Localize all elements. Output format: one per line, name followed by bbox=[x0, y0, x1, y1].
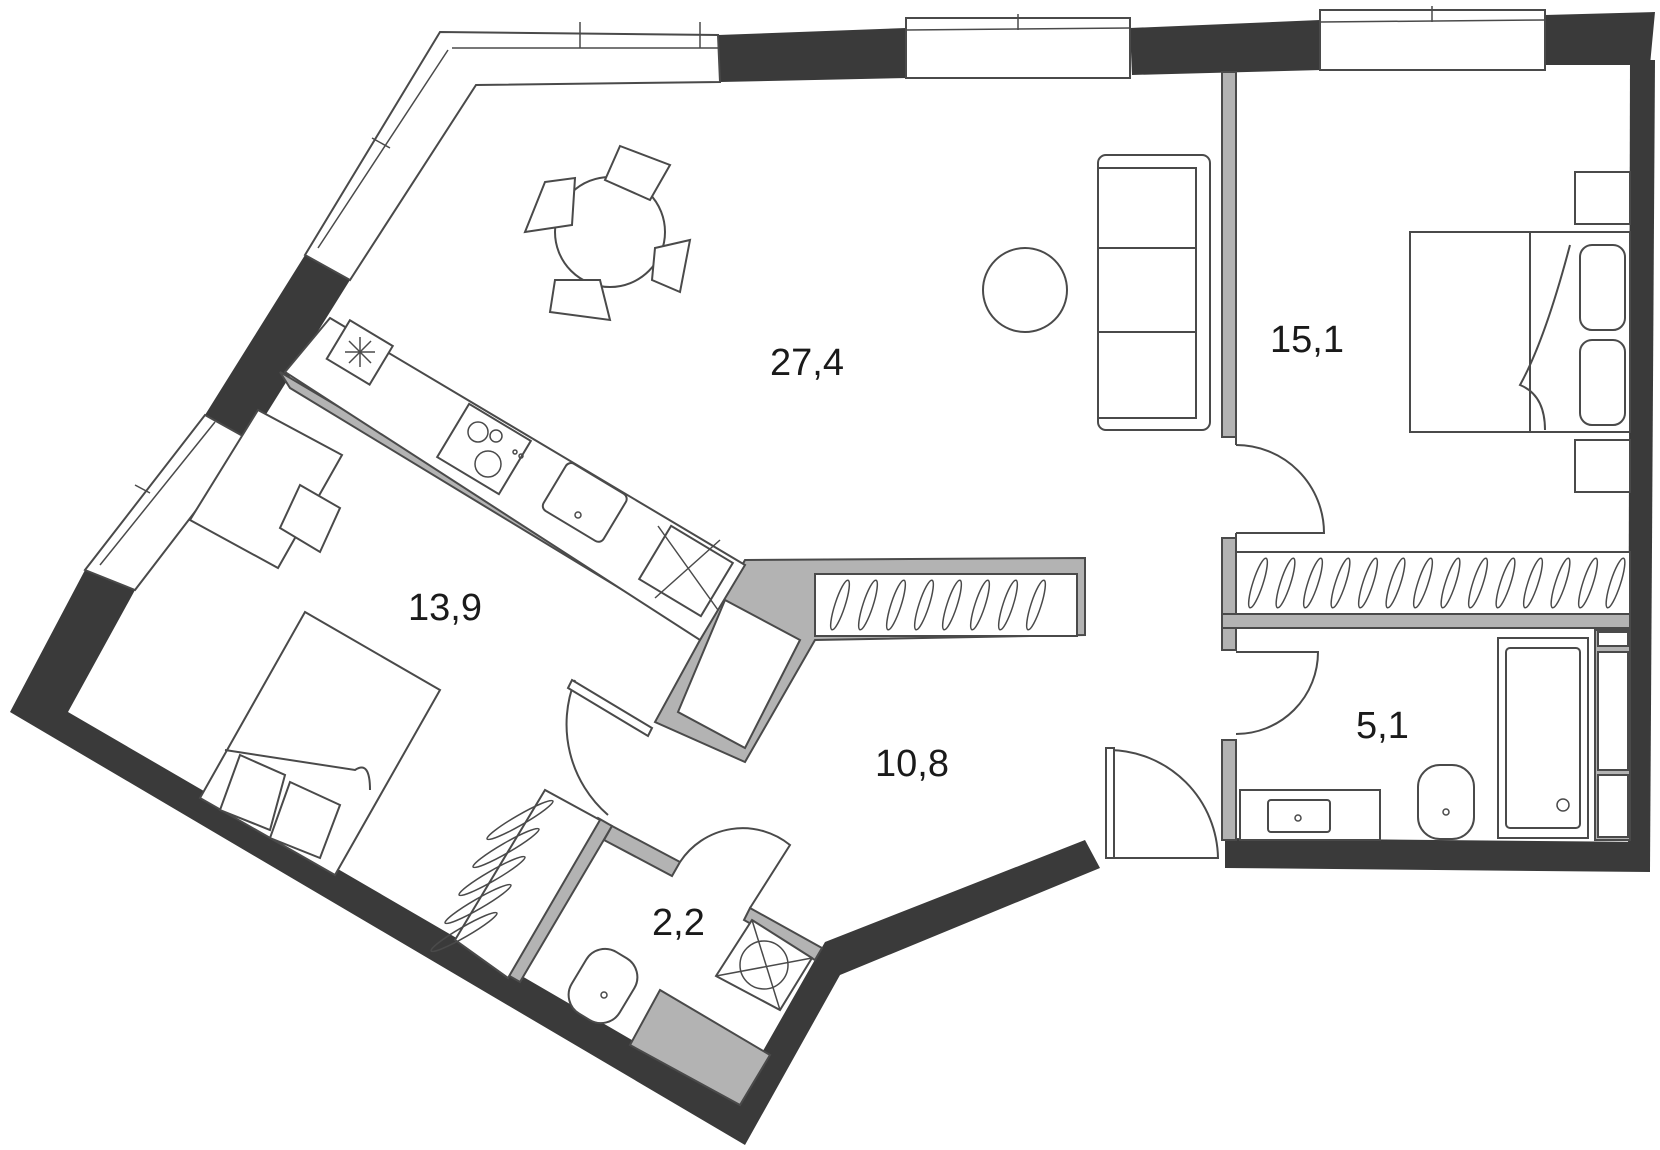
hanger-icon bbox=[1440, 557, 1461, 609]
hanger-icon bbox=[1605, 557, 1626, 609]
pillow-right-1 bbox=[1579, 244, 1626, 331]
hanger-icon bbox=[913, 579, 935, 631]
toilet-bath bbox=[1417, 764, 1475, 840]
area-wc: 2,2 bbox=[652, 902, 705, 944]
wall-left-upper bbox=[205, 255, 350, 440]
area-hallway: 10,8 bbox=[875, 743, 949, 785]
door-bedroom-right bbox=[1235, 444, 1326, 534]
door-bedroom-left bbox=[565, 679, 609, 816]
partition-wc-right bbox=[742, 906, 824, 962]
area-living-kitchen: 27,4 bbox=[770, 342, 844, 384]
room-area-labels: 27,4 15,1 13,9 10,8 5,1 2,2 bbox=[408, 319, 1409, 944]
area-bathroom: 5,1 bbox=[1356, 705, 1409, 747]
wall-top-1 bbox=[718, 28, 908, 82]
hanger-icon bbox=[1550, 557, 1571, 609]
bath-shelf bbox=[1597, 631, 1629, 647]
hanger-icon bbox=[969, 579, 991, 631]
left-wardrobe bbox=[453, 788, 602, 980]
hanger-icon bbox=[1302, 557, 1324, 609]
asterisk-icon bbox=[345, 337, 375, 367]
area-bedroom-left: 13,9 bbox=[408, 587, 482, 629]
windows bbox=[83, 6, 1546, 592]
wall-bottom-right bbox=[1225, 838, 1650, 872]
partition-bath-lower bbox=[1221, 739, 1237, 841]
hanger-icon bbox=[941, 579, 963, 631]
hanger-icon bbox=[444, 883, 512, 925]
door-wc bbox=[679, 827, 792, 909]
hanger-icon bbox=[472, 827, 540, 869]
wc-furniture bbox=[567, 918, 814, 1025]
hanger-icon bbox=[885, 579, 907, 631]
partition-wardrobe-bath bbox=[1221, 613, 1631, 629]
partition-living-bedroom bbox=[1221, 71, 1237, 438]
blanket-fold-right bbox=[1518, 244, 1571, 431]
partition-bedroom-lower bbox=[1221, 537, 1237, 651]
wc-shaft bbox=[628, 988, 772, 1107]
window-diagonal-top bbox=[303, 30, 722, 282]
hanger-icon bbox=[857, 579, 879, 631]
hanger-icon bbox=[997, 579, 1019, 631]
bathroom-furniture bbox=[1239, 631, 1629, 841]
hanger-icon bbox=[1357, 557, 1379, 609]
nightstand-top bbox=[1574, 171, 1631, 225]
desk-chair bbox=[278, 483, 342, 554]
nightstand-bottom bbox=[1574, 439, 1631, 493]
partition-wc-top bbox=[602, 824, 682, 878]
living-furniture bbox=[283, 144, 1211, 642]
hanger-icon bbox=[1025, 579, 1047, 631]
coffee-table bbox=[982, 247, 1068, 333]
desk bbox=[188, 408, 344, 570]
door-bathroom bbox=[1235, 651, 1320, 735]
bedroom-left-furniture bbox=[188, 408, 602, 980]
dining-chairs bbox=[523, 144, 692, 322]
burner-icon bbox=[467, 421, 489, 443]
hanger-icon bbox=[1467, 557, 1489, 609]
toilet-wc bbox=[567, 947, 639, 1025]
hanger-icon bbox=[1385, 557, 1406, 609]
wall-right bbox=[1628, 60, 1655, 870]
blanket-fold-left bbox=[224, 749, 371, 791]
drain-icon bbox=[1556, 798, 1570, 812]
hanger-icon bbox=[1577, 557, 1599, 609]
cooktop bbox=[435, 402, 533, 496]
hanger-icon bbox=[458, 855, 526, 897]
wall-top-2 bbox=[1130, 20, 1322, 75]
area-bedroom-right: 15,1 bbox=[1270, 319, 1344, 361]
hanger-icon bbox=[1247, 557, 1269, 609]
hanger-icon bbox=[430, 911, 498, 953]
door-entrance bbox=[1109, 748, 1220, 859]
hanger-icon bbox=[1275, 557, 1296, 609]
wall-top-3 bbox=[1545, 12, 1655, 65]
hanger-icon bbox=[1330, 557, 1351, 609]
hanger-icon bbox=[486, 799, 554, 841]
window-left bbox=[83, 413, 252, 592]
doors bbox=[565, 437, 1326, 909]
pillow-left-2 bbox=[268, 780, 342, 860]
kitchen-sink bbox=[541, 462, 628, 543]
pillow-left-1 bbox=[218, 753, 287, 832]
hanger-icon bbox=[1412, 557, 1434, 609]
pillow-right-2 bbox=[1579, 339, 1626, 426]
exterior-walls bbox=[10, 12, 1655, 1145]
door-entrance-leaf bbox=[1105, 747, 1115, 859]
wall-left-lower bbox=[10, 570, 1100, 1145]
shaft-inner bbox=[676, 598, 802, 750]
hanger-icon bbox=[1495, 557, 1516, 609]
hanger-icon bbox=[829, 579, 851, 631]
wardrobe-hangers bbox=[430, 557, 1626, 953]
bedroom-right-furniture bbox=[1235, 171, 1631, 615]
hanger-icon bbox=[1522, 557, 1544, 609]
